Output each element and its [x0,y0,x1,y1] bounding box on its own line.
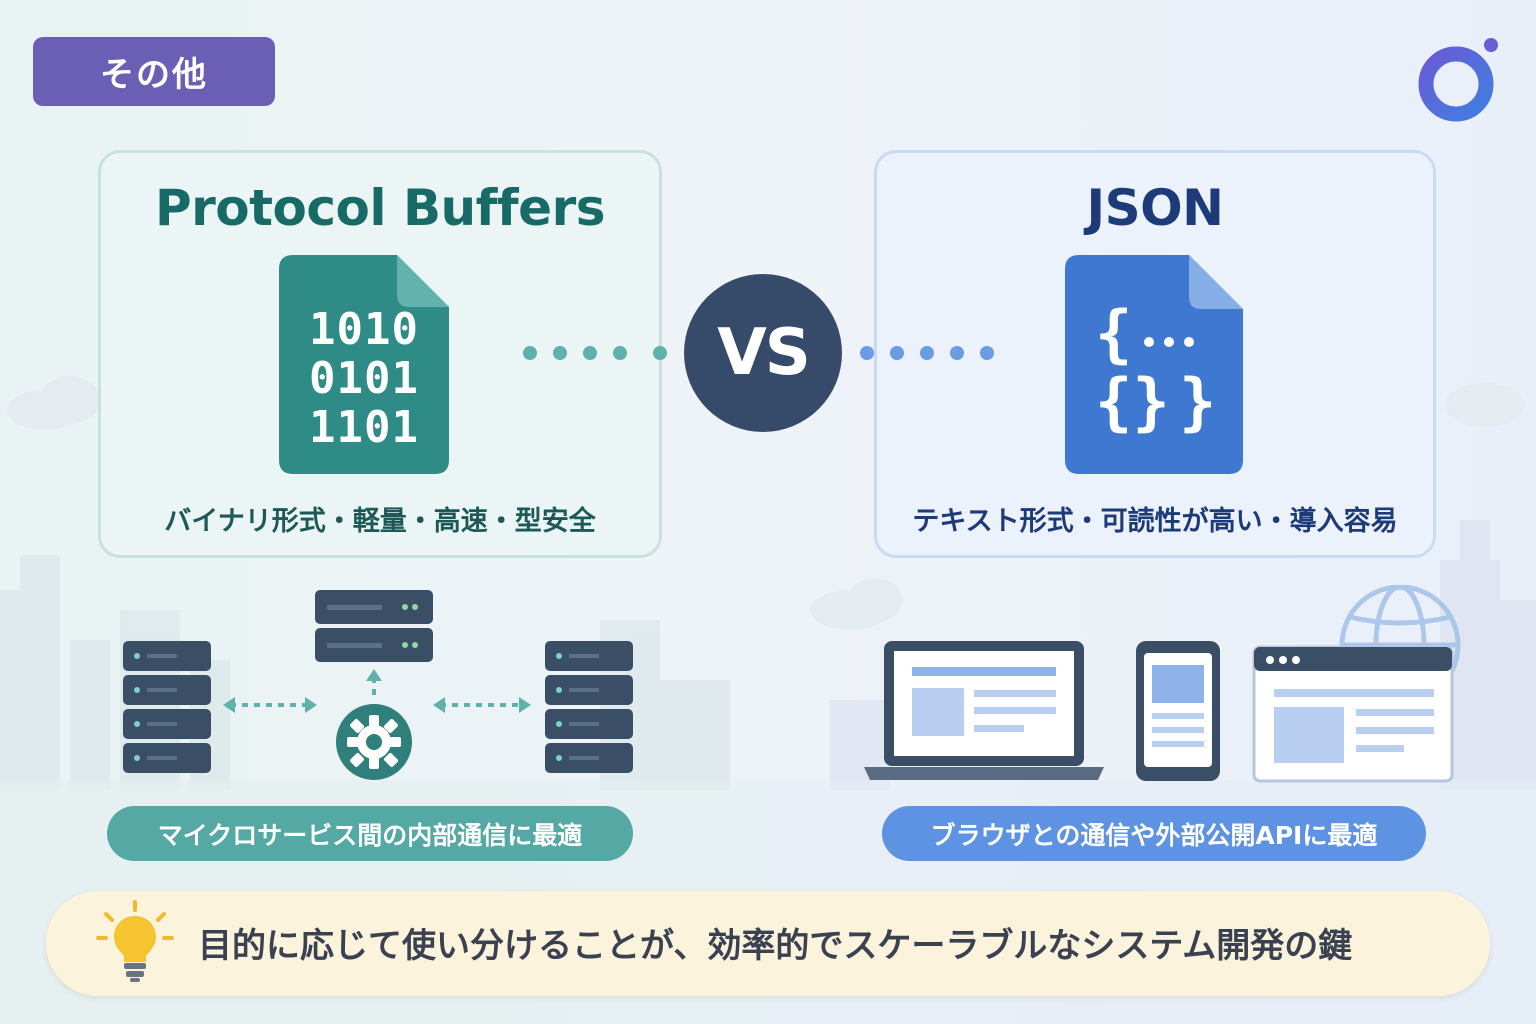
devices-illustration [864,585,1461,783]
server-rack-icon [545,641,633,773]
binary-line: 1101 [309,402,419,453]
browser-window-icon [1252,645,1454,783]
binary-file-icon [279,255,449,474]
laptop-icon [864,641,1104,780]
left-dotted-connector [523,346,667,360]
json-file-icon: { {} } [1065,255,1243,474]
brand-logo-icon [1418,38,1498,122]
gear-icon [336,704,412,780]
protobuf-panel: Protocol Buffers バイナリ形式・軽量・高速・型安全 [98,150,662,558]
microservices-illustration [123,590,633,780]
binary-line: 0101 [309,353,419,404]
vs-badge: VS [684,274,842,432]
protobuf-use-case-pill: マイクロサービス間の内部通信に最適 [107,806,633,861]
right-dotted-connector [860,346,994,360]
smartphone-icon [1136,641,1220,781]
tip-bar [46,891,1490,996]
protobuf-title: Protocol Buffers [155,179,605,237]
json-use-case-pill: ブラウザとの通信や外部公開APIに最適 [882,806,1426,861]
lightbulb-icon [96,900,174,982]
json-panel: JSON テキスト形式・可読性が高い・導入容易 [874,150,1436,558]
svg-text:{}: {} [1095,365,1170,438]
protobuf-caption: バイナリ形式・軽量・高速・型安全 [164,506,596,537]
binary-digits: 1010 0101 1101 [280,305,448,452]
json-caption: テキスト形式・可読性が高い・導入容易 [912,506,1398,537]
tip-text: 目的に応じて使い分けることが、効率的でスケーラブルなシステム開発の鍵 [198,926,1353,966]
category-badge: その他 [33,37,275,106]
svg-text:{: { [1095,297,1132,370]
server-rack-icon [123,641,211,773]
json-title: JSON [1086,179,1224,237]
binary-line: 1010 [309,304,419,355]
server-rack-icon [315,590,433,662]
svg-text:}: } [1179,365,1216,438]
